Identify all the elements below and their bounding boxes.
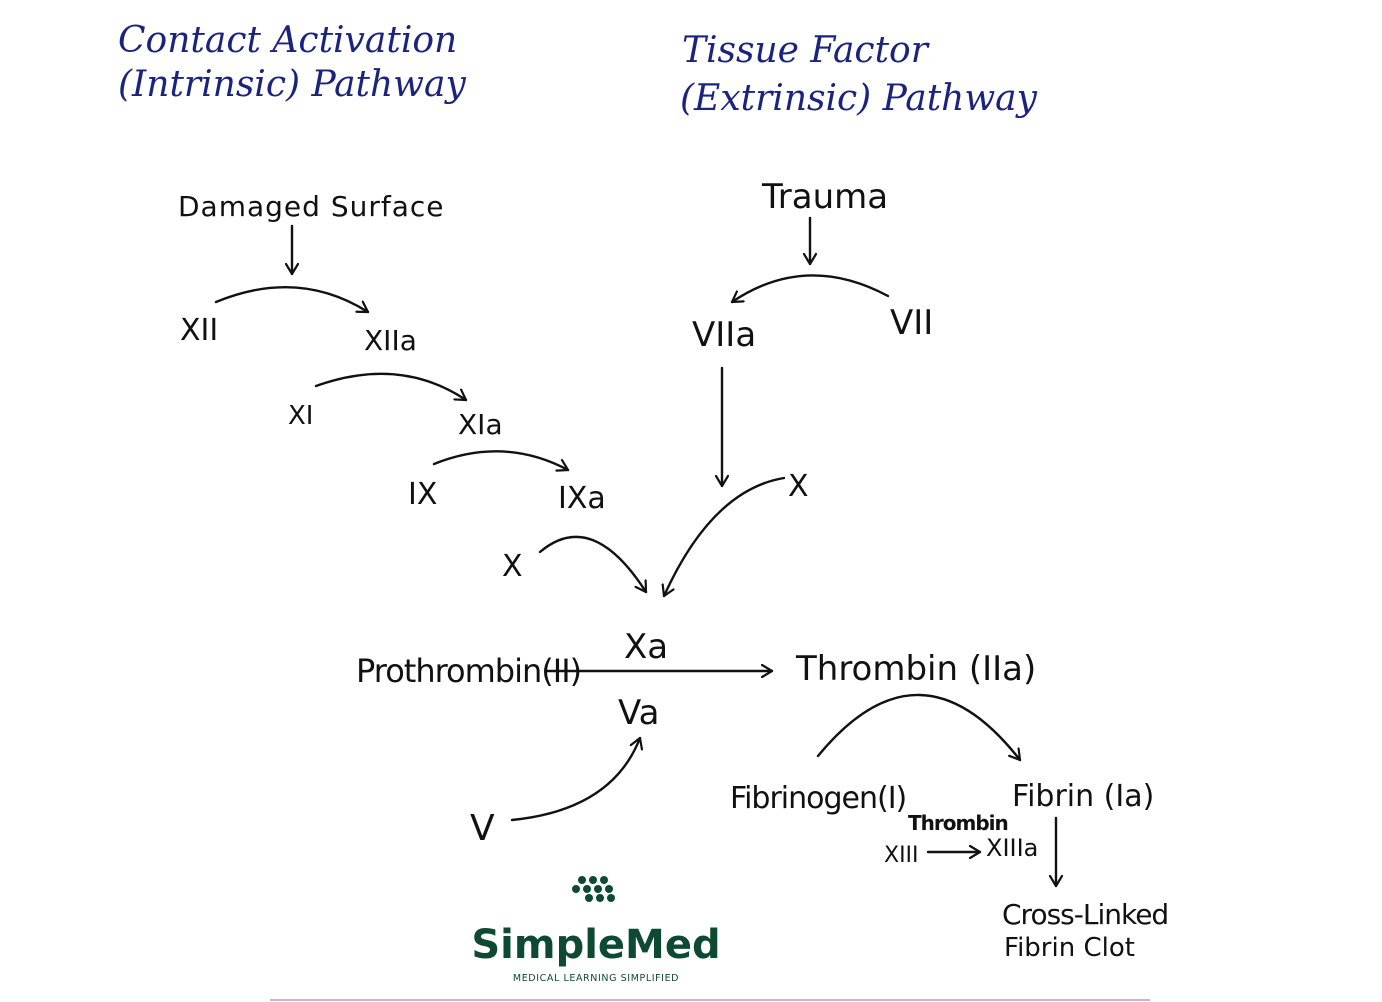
extrinsic-factor-x-label: X [788, 469, 809, 504]
factor-xiiia-label: XIIIa [986, 834, 1038, 862]
intrinsic-heading-line1: Contact Activation [118, 20, 457, 61]
prothrombin-label: Prothrombin(II) [356, 652, 581, 690]
xi-to-xia-arrow [314, 372, 468, 402]
factor-v-label: V [470, 808, 495, 849]
thrombin-label: Thrombin (IIa) [795, 649, 1036, 689]
ix-to-ixa-arrow [432, 450, 570, 470]
factor-xiii-label: XIII [884, 843, 919, 868]
factor-xia-label: XIa [458, 408, 503, 441]
factor-viia-label: VIIa [692, 315, 756, 355]
xii-to-xiia-arrow [214, 286, 370, 314]
factor-xii-label: XII [180, 313, 218, 348]
factor-xiia-label: XIIa [364, 324, 417, 357]
factor-ix-label: IX [408, 477, 437, 512]
logo-mark-icon [572, 876, 615, 902]
simplemed-logo: SimpleMed MEDICAL LEARNING SIMPLIFIED [471, 876, 721, 984]
fibrinogen-to-fibrin-arrow [816, 693, 1022, 762]
clot-label-line2: Fibrin Clot [1004, 933, 1135, 963]
extrinsic-trigger-label: Trauma [761, 177, 888, 217]
factor-va-label: Va [618, 693, 659, 733]
extrinsic-x-to-xa-arrow [664, 476, 786, 598]
factor-ixa-label: IXa [558, 481, 606, 516]
intrinsic-heading-line2: (Intrinsic) Pathway [118, 64, 466, 105]
intrinsic-factor-x-label: X [502, 549, 523, 584]
fibrin-label: Fibrin (Ia) [1012, 779, 1154, 814]
fibrinogen-label: Fibrinogen(I) [730, 781, 906, 816]
logo-name: SimpleMed [471, 922, 720, 968]
clot-label-line1: Cross-Linked [1002, 898, 1168, 931]
intrinsic-x-to-xa-arrow [538, 535, 648, 594]
v-to-va-arrow [510, 736, 640, 822]
extrinsic-heading-line1: Tissue Factor [682, 30, 930, 71]
thrombin-catalyst-label: Thrombin [908, 811, 1008, 835]
factor-xi-label: XI [288, 401, 313, 431]
vii-to-viia-arrow [730, 274, 890, 304]
logo-tagline: MEDICAL LEARNING SIMPLIFIED [513, 973, 679, 984]
factor-vii-label: VII [890, 303, 933, 343]
factor-xa-label: Xa [624, 627, 668, 667]
intrinsic-trigger-label: Damaged Surface [178, 190, 445, 223]
extrinsic-heading-line2: (Extrinsic) Pathway [680, 78, 1038, 119]
